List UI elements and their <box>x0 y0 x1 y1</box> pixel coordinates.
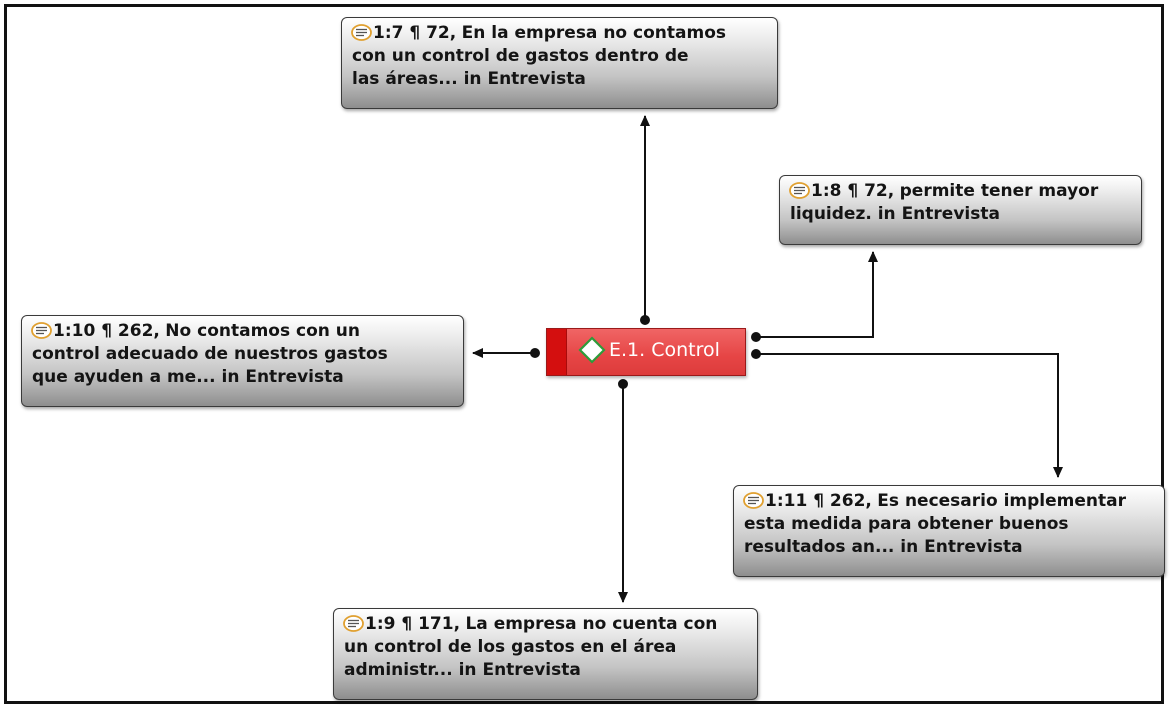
quotation-reference: 1:10 ¶ 262, <box>53 321 160 341</box>
quotation-reference: 1:8 ¶ 72, <box>811 181 895 201</box>
quotation-text-line: con un control de gastos dentro de <box>352 46 689 66</box>
quotation-text-line: las áreas... in Entrevista <box>352 69 586 89</box>
quotation-icon <box>351 24 372 41</box>
link-to-quote-1-8[interactable] <box>756 251 878 338</box>
quotation-text-line: permite tener mayor <box>899 181 1099 201</box>
link-to-quote-1-11[interactable] <box>756 353 1063 478</box>
quotation-text-line: resultados an... in Entrevista <box>744 537 1023 557</box>
quotation-node-1-10[interactable]: 1:10 ¶ 262, No contamos con un control a… <box>21 315 464 407</box>
quotation-text-line: Es necesario implementar <box>877 491 1126 511</box>
quotation-text-line: que ayuden a me... in Entrevista <box>32 367 344 387</box>
diamond-code-icon <box>578 336 606 364</box>
quotation-text-line: En la empresa no contamos <box>461 23 726 43</box>
quotation-text-line: liquidez. in Entrevista <box>790 204 1000 224</box>
link-to-quote-1-9-source-dot <box>618 379 628 389</box>
link-to-quote-1-10-source-dot <box>530 348 540 358</box>
quotation-icon <box>343 615 364 632</box>
quotation-text-line: La empresa no cuenta con <box>465 614 718 634</box>
quotation-node-1-8[interactable]: 1:8 ¶ 72, permite tener mayor liquidez. … <box>779 175 1142 245</box>
quotation-text-line: un control de los gastos en el área <box>344 637 677 657</box>
quotation-icon <box>31 322 52 339</box>
code-color-stripe <box>547 329 567 375</box>
quotation-text-line: esta medida para obtener buenos <box>744 514 1069 534</box>
quotation-icon <box>743 492 764 509</box>
quotation-reference: 1:7 ¶ 72, <box>373 23 457 43</box>
code-node-e1-control[interactable]: E.1. Control <box>546 328 746 376</box>
quotation-text-line: No contamos con un <box>165 321 360 341</box>
code-label: E.1. Control <box>609 339 720 361</box>
quotation-text-line: control adecuado de nuestros gastos <box>32 344 388 364</box>
quotation-reference: 1:9 ¶ 171, <box>365 614 461 634</box>
quotation-node-1-9[interactable]: 1:9 ¶ 171, La empresa no cuenta con un c… <box>333 608 758 700</box>
link-to-quote-1-7-source-dot <box>640 315 650 325</box>
quotation-node-1-7[interactable]: 1:7 ¶ 72, En la empresa no contamos con … <box>341 17 778 109</box>
quotation-text-line: administr... in Entrevista <box>344 660 581 680</box>
quotation-reference: 1:11 ¶ 262, <box>765 491 872 511</box>
quotation-icon <box>789 182 810 199</box>
quotation-node-1-11[interactable]: 1:11 ¶ 262, Es necesario implementar est… <box>733 485 1165 577</box>
canvas-border <box>4 4 1164 704</box>
link-to-quote-1-11-source-dot <box>751 349 761 359</box>
link-to-quote-1-8-source-dot <box>751 332 761 342</box>
